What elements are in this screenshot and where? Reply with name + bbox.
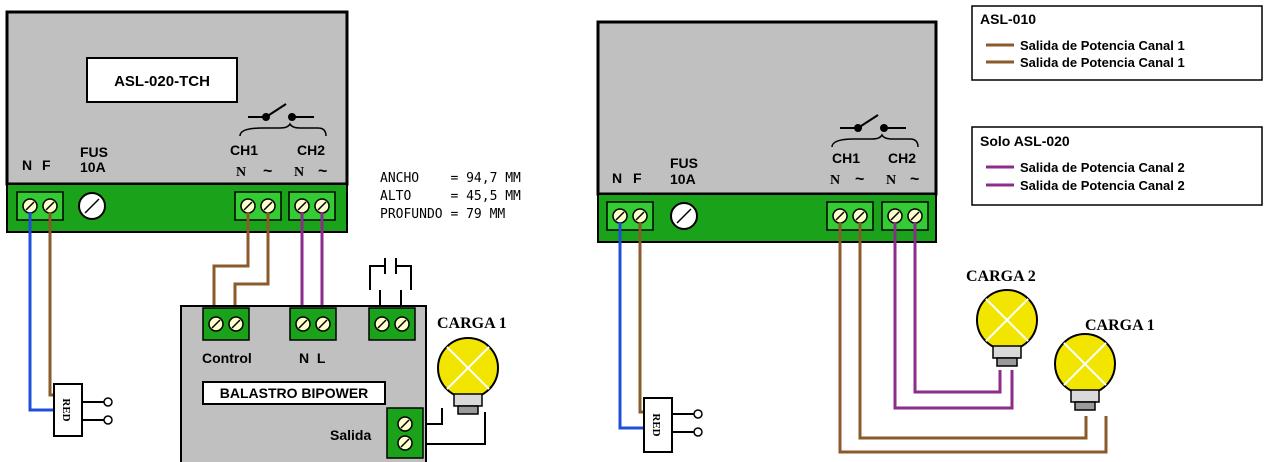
lamp-icon-carga2 <box>976 289 1038 367</box>
left-wires <box>28 212 486 445</box>
ballast: Control N L BALASTRO BIPOWER Salida <box>180 305 427 462</box>
carga1-label-right: CARGA 1 <box>1085 317 1155 334</box>
nl-label: N L <box>299 350 326 366</box>
dim-profundo: PROFUNDO = 79 MM <box>380 207 505 222</box>
legend-asl020-line1: Salida de Potencia Canal 2 <box>1020 160 1185 175</box>
carga2-label: CARGA 2 <box>966 268 1036 285</box>
ch1-tilde-label: ~ <box>263 163 272 180</box>
switch-icon <box>831 114 919 148</box>
carga1-label-left: CARGA 1 <box>437 315 507 332</box>
ch1-n-label: N <box>236 165 246 180</box>
plug-icon-right: RED <box>643 397 703 453</box>
device-title-box <box>86 57 238 103</box>
ch2-n-label: N <box>294 165 304 180</box>
left-device: ASL-020-TCH CH1 CH2 N ~ N ~ N F FUS 10A <box>5 10 349 233</box>
ch2-label: CH2 <box>297 142 325 158</box>
legend-asl010-line2: Salida de Potencia Canal 1 <box>1020 55 1185 70</box>
ch2-tilde-label: ~ <box>318 163 327 180</box>
legend-asl010-line1: Salida de Potencia Canal 1 <box>1020 38 1185 53</box>
device-title: ASL-020-TCH <box>114 73 210 90</box>
lamp-icon-left <box>437 337 499 415</box>
ch2-n-label: N <box>886 173 896 188</box>
dim-alto: ALTO = 45,5 MM <box>380 189 521 204</box>
fus-rating-label: 10A <box>80 159 106 175</box>
ch1-label: CH1 <box>230 142 258 158</box>
legend-asl010-title: ASL-010 <box>980 11 1036 27</box>
control-label: Control <box>202 350 252 366</box>
red-label-left: RED <box>60 398 72 421</box>
red-label-right: RED <box>650 413 662 436</box>
legend-asl020: Solo ASL-020 Salida de Potencia Canal 2 … <box>971 126 1263 206</box>
ch1-tilde-label: ~ <box>855 171 864 188</box>
right-device: CH1 CH2 N ~ N ~ N F FUS 10A <box>596 20 938 243</box>
ch2-label: CH2 <box>888 150 916 166</box>
f-label: F <box>633 170 642 186</box>
legend-asl010: ASL-010 Salida de Potencia Canal 1 Salid… <box>971 5 1263 81</box>
right-wires <box>618 222 1108 454</box>
f-label: F <box>42 157 51 173</box>
dim-ancho: ANCHO = 94,7 MM <box>380 171 521 186</box>
ch1-label: CH1 <box>832 150 860 166</box>
dimensions: ANCHO = 94,7 MM ALTO = 45,5 MM PROFUNDO … <box>380 171 521 222</box>
salida-label: Salida <box>330 427 371 443</box>
legend-asl020-title: Solo ASL-020 <box>980 133 1070 149</box>
plug-icon-left: RED <box>53 383 113 437</box>
n-label: N <box>612 170 622 186</box>
fus-label: FUS <box>670 155 698 171</box>
fus-rating-label: 10A <box>670 171 696 187</box>
fus-label: FUS <box>80 144 108 160</box>
ch2-tilde-label: ~ <box>910 171 919 188</box>
legend-asl020-line2: Salida de Potencia Canal 2 <box>1020 178 1185 193</box>
ballast-title: BALASTRO BIPOWER <box>220 385 369 401</box>
lamp-icon-carga1-right <box>1054 333 1116 411</box>
switch-icon <box>239 103 327 137</box>
n-label: N <box>22 157 32 173</box>
ch1-n-label: N <box>830 173 840 188</box>
